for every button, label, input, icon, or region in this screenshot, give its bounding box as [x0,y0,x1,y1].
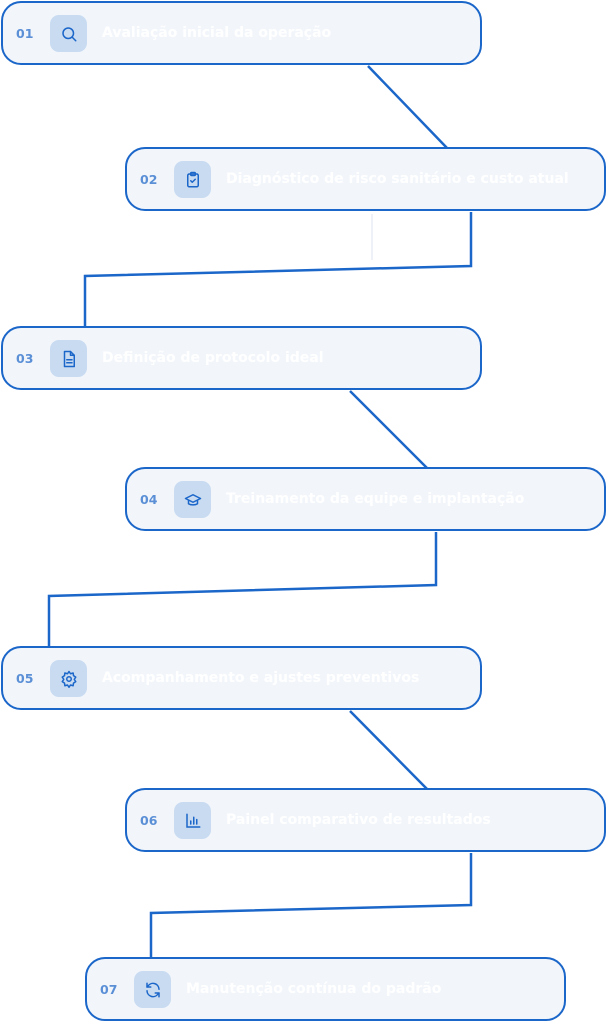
connector-3-4 [349,390,428,469]
step-number: 02 [140,171,158,187]
refresh-icon [134,971,171,1008]
step-label: Painel comparativo de resultados [226,812,491,828]
step-label: Definição de protocolo ideal [102,350,324,366]
gear-icon [50,660,87,697]
step-number: 06 [140,812,158,828]
document-icon [50,340,87,377]
step-label: Acompanhamento e ajustes preventivos [102,670,420,686]
connector-2-3 [83,212,473,327]
step-number: 07 [100,981,118,997]
step-number: 03 [16,350,34,366]
step-02: 02 Diagnóstico de risco sanitário e cust… [125,147,606,211]
step-label: Manutenção contínua do padrão [186,981,442,997]
step-number: 05 [16,670,34,686]
connector-4-5 [47,532,438,647]
connector-1-2 [367,65,448,149]
step-05: 05 Acompanhamento e ajustes preventivos [1,646,482,710]
clipboard-check-icon [174,161,211,198]
step-06: 06 Painel comparativo de resultados [125,788,606,852]
step-number: 04 [140,491,158,507]
step-label: Avaliação inicial da operação [102,25,332,41]
connector-6-7 [149,853,473,958]
step-07: 07 Manutenção contínua do padrão [85,957,566,1021]
step-01: 01 Avaliação inicial da operação [1,1,482,65]
step-number: 01 [16,25,34,41]
step-label: Diagnóstico de risco sanitário e custo a… [226,171,569,187]
search-icon [50,15,87,52]
bar-chart-icon [174,802,211,839]
graduation-cap-icon [174,481,211,518]
step-label: Treinamento da equipe e implantação [226,491,525,507]
connector-5-6 [349,710,428,790]
step-03: 03 Definição de protocolo ideal [1,326,482,390]
step-04: 04 Treinamento da equipe e implantação [125,467,606,531]
